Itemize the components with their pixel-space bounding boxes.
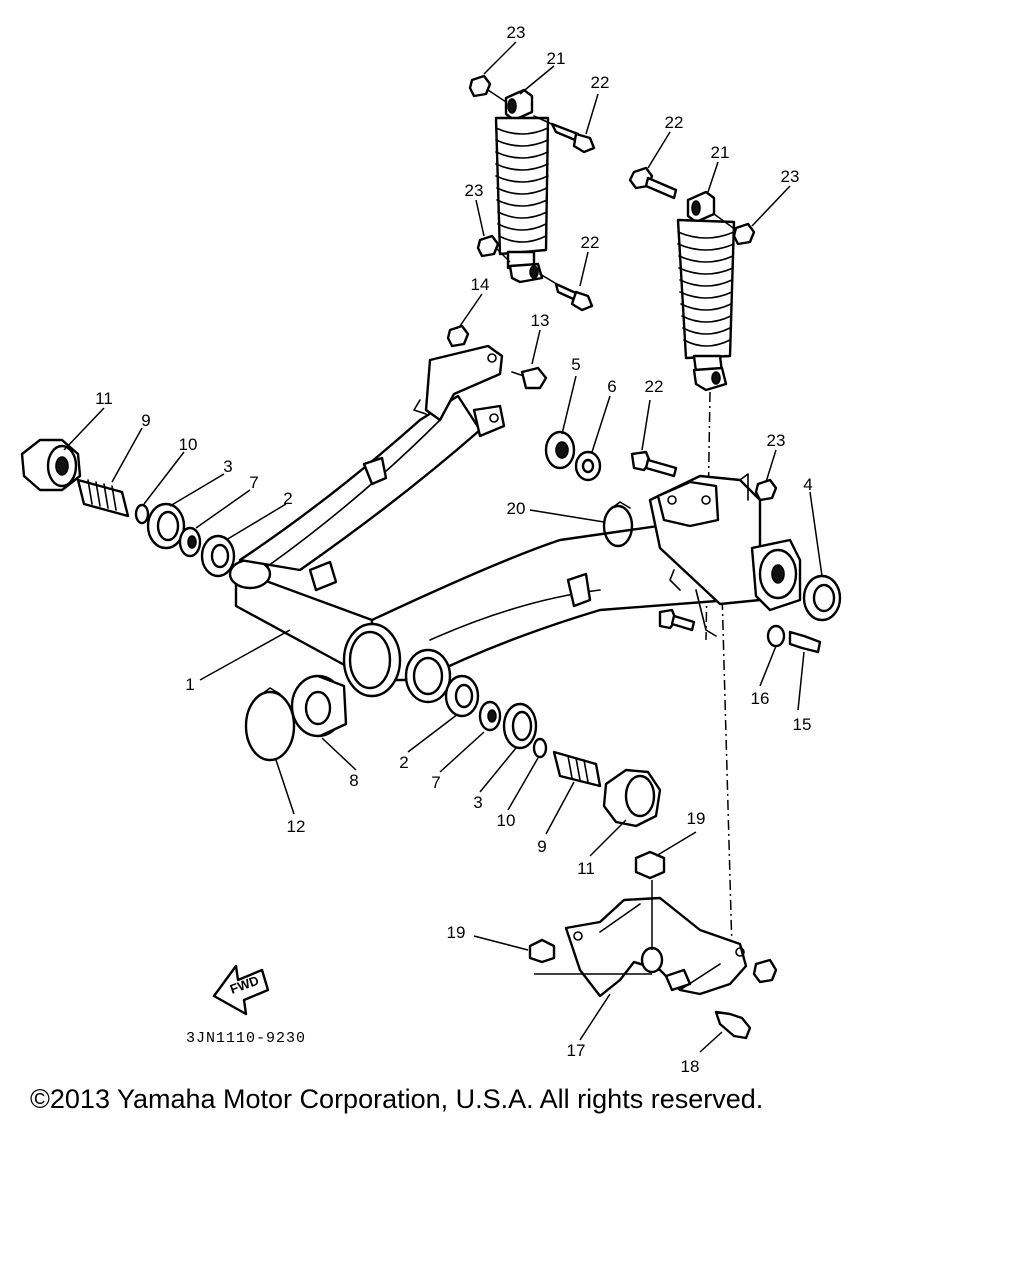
callout-22-left-lower: 22 — [581, 233, 600, 252]
nut-guard[interactable] — [752, 958, 778, 984]
collar-right[interactable] — [478, 700, 502, 732]
callout-3-left: 3 — [223, 457, 232, 476]
left-shock-bottom-nut[interactable] — [476, 234, 500, 258]
callout-3-right: 3 — [473, 793, 482, 812]
callout-13: 13 — [531, 311, 550, 330]
bearing-left[interactable] — [200, 534, 236, 578]
callout-7-left: 7 — [249, 473, 258, 492]
callout-19-left: 19 — [447, 923, 466, 942]
pivot-nut-right[interactable] — [602, 768, 662, 828]
callout-16: 16 — [751, 689, 770, 708]
bolt-13[interactable] — [511, 366, 548, 390]
washer-6[interactable] — [574, 450, 602, 482]
callout-1: 1 — [185, 675, 194, 694]
callout-2-right: 2 — [399, 753, 408, 772]
callout-10-left: 10 — [179, 435, 198, 454]
callout-21-left: 21 — [547, 49, 566, 68]
left-shock-bottom-bolt[interactable] — [539, 273, 594, 312]
callout-22-left-top: 22 — [591, 73, 610, 92]
washer-16[interactable] — [766, 624, 786, 648]
rubber-cap-19-left[interactable] — [528, 938, 556, 964]
o-ring-left[interactable] — [134, 503, 150, 525]
collar-left[interactable] — [178, 526, 202, 558]
callout-23-housing: 23 — [767, 431, 786, 450]
fwd-arrow-icon: FWD — [212, 964, 270, 1016]
oil-seal-right[interactable] — [502, 702, 538, 750]
oil-seal-left[interactable] — [146, 502, 186, 550]
callout-6: 6 — [607, 377, 616, 396]
o-ring-right[interactable] — [532, 737, 548, 759]
callout-23-right: 23 — [781, 167, 800, 186]
callout-21-right: 21 — [711, 143, 730, 162]
hose-clamp-12[interactable] — [244, 687, 296, 762]
pivot-shaft-left[interactable] — [76, 478, 130, 518]
bearing-4[interactable] — [802, 574, 842, 622]
left-shock-absorber[interactable] — [494, 88, 550, 284]
callout-17: 17 — [567, 1041, 586, 1060]
left-shock-top-bolt[interactable] — [533, 115, 596, 154]
copyright-text: ©2013 Yamaha Motor Corporation, U.S.A. A… — [30, 1084, 764, 1114]
bearing-5[interactable] — [544, 430, 576, 470]
bolt-15[interactable] — [788, 630, 822, 654]
right-shock-absorber[interactable] — [676, 190, 736, 392]
callout-11-right: 11 — [577, 859, 595, 878]
dust-cover-8[interactable] — [290, 674, 348, 738]
callout-9-right: 9 — [537, 837, 546, 856]
callout-23-top: 23 — [507, 23, 526, 42]
callout-8: 8 — [349, 771, 358, 790]
rubber-cap-19-top[interactable] — [634, 850, 666, 880]
nut-14[interactable] — [446, 324, 470, 348]
callout-19-top: 19 — [687, 809, 706, 828]
callout-9-left: 9 — [141, 411, 150, 430]
callout-5: 5 — [571, 355, 580, 374]
right-shock-top-nut[interactable] — [732, 222, 756, 246]
bolt-housing-lower[interactable] — [658, 608, 696, 632]
right-shock-top-bolt[interactable] — [628, 166, 678, 200]
nut-23-housing[interactable] — [754, 478, 778, 502]
left-shock-top-nut[interactable] — [468, 74, 492, 98]
bolt-22-housing[interactable] — [630, 450, 678, 478]
callout-7-right: 7 — [431, 773, 440, 792]
pivot-shaft-right[interactable] — [552, 750, 602, 788]
hose-clamp-20[interactable] — [602, 501, 634, 548]
pivot-nut-left[interactable] — [20, 438, 82, 492]
leader-lines — [63, 41, 823, 1053]
callout-4: 4 — [803, 475, 812, 494]
callout-15: 15 — [793, 715, 812, 734]
bolt-18[interactable] — [714, 1010, 752, 1040]
callout-22-housing: 22 — [645, 377, 664, 396]
callout-14: 14 — [471, 275, 490, 294]
callout-12: 12 — [287, 817, 306, 836]
guard-17[interactable] — [564, 896, 748, 998]
callout-11-left: 11 — [95, 389, 113, 408]
diagram-code: 3JN1110-9230 — [186, 1030, 306, 1047]
callout-2-left: 2 — [283, 489, 292, 508]
bearing-right[interactable] — [444, 674, 480, 718]
callout-22-right-top: 22 — [665, 113, 684, 132]
parts-diagram: FWD 3JN1110-9230 — [20, 23, 842, 1076]
callout-20: 20 — [507, 499, 526, 518]
callout-18: 18 — [681, 1057, 700, 1076]
swingarm[interactable] — [228, 344, 802, 704]
callout-10-right: 10 — [497, 811, 516, 830]
callout-23-left-lower: 23 — [465, 181, 484, 200]
callouts: 23 21 22 22 21 23 23 22 14 13 5 6 22 23 … — [95, 23, 813, 1076]
